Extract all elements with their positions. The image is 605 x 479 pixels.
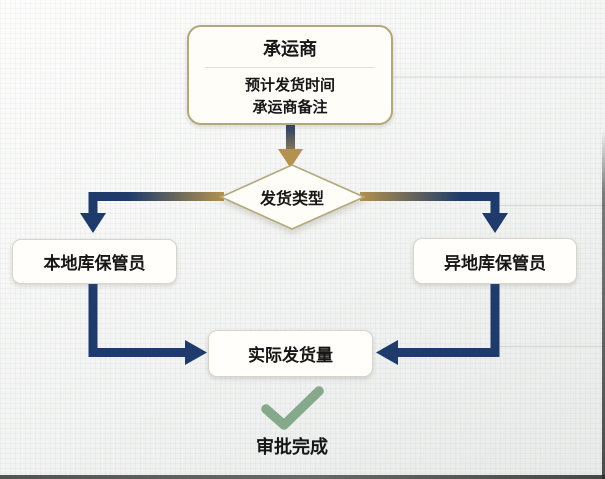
node-decision-label: 发货类型 <box>259 191 324 208</box>
checkmark-icon <box>261 386 324 430</box>
carrier-field-ship-time: 预计发货时间 <box>244 77 335 94</box>
node-actual-quantity: 实际发货量 <box>208 330 373 377</box>
arrow-carrier-to-decision <box>278 125 303 168</box>
arrow-remote-to-actual <box>376 282 500 365</box>
carrier-title: 承运商 <box>263 39 317 59</box>
right-edge-shadow <box>602 130 605 479</box>
arrow-decision-to-local <box>80 192 224 233</box>
decision-diamond-shape <box>219 164 366 230</box>
bottom-edge-shadow <box>0 475 605 479</box>
node-local-keeper: 本地库保管员 <box>12 239 177 284</box>
node-carrier: 承运商 预计发货时间 承运商备注 <box>187 25 393 125</box>
approval-complete-label: 审批完成 <box>256 437 328 457</box>
carrier-divider <box>205 67 375 68</box>
node-remote-keeper: 异地库保管员 <box>413 238 577 284</box>
arrow-local-to-actual <box>88 282 207 365</box>
carrier-field-remark: 承运商备注 <box>252 99 328 116</box>
arrow-decision-to-remote <box>360 192 508 233</box>
